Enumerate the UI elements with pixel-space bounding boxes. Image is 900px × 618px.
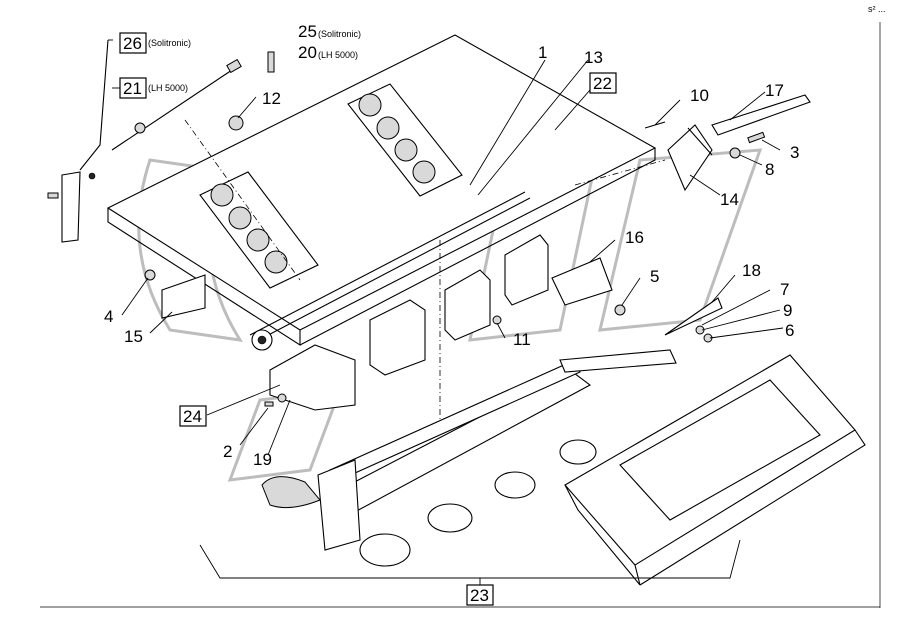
hopper-plate: [106, 34, 657, 347]
boxed-callouts: 26 21 22 24 23: [119, 32, 617, 606]
callout-2: 2: [223, 442, 232, 461]
callout-14: 14: [720, 190, 739, 209]
callout-3: 3: [790, 143, 799, 162]
callout-18: 18: [742, 261, 761, 280]
callout-7: 7: [780, 280, 789, 299]
callout-21: 21: [123, 79, 142, 98]
callout-labels: 1 2 3 4 5 6 7 8 9 10 11 12 13 14 15 16 1…: [104, 22, 799, 469]
callout-12: 12: [262, 89, 281, 108]
fasteners: [47, 115, 766, 407]
callout-22: 22: [593, 74, 612, 93]
callout-1: 1: [538, 43, 547, 62]
lever: [711, 94, 811, 136]
leader-lines: [108, 39, 784, 456]
callout-24: 24: [183, 407, 202, 426]
callout-23: 23: [470, 586, 489, 605]
bracket: [667, 124, 713, 192]
callout-13: 13: [584, 48, 603, 67]
sensor-cable: [61, 39, 275, 243]
box-21: [119, 77, 147, 99]
cover-plate: [551, 257, 613, 306]
note-solitronic-25: (Solitronic): [318, 29, 361, 39]
callout-17: 17: [765, 81, 784, 100]
note-lh5000-21: (LH 5000): [148, 83, 188, 93]
callout-19: 19: [253, 450, 272, 469]
corner-mark: s² ...: [868, 4, 886, 14]
callout-4: 4: [104, 307, 113, 326]
side-plate: [161, 274, 206, 319]
assembly-bracket-23: [199, 539, 741, 579]
box-24: [179, 405, 207, 427]
callout-9: 9: [783, 301, 792, 320]
callout-5: 5: [650, 267, 659, 286]
blade: [664, 297, 723, 336]
box-22: [589, 72, 617, 94]
callout-26: 26: [123, 34, 142, 53]
callout-6: 6: [785, 321, 794, 340]
callout-15: 15: [124, 327, 143, 346]
axis-line-2: [574, 159, 666, 186]
collecting-tray: [564, 354, 866, 586]
callout-10: 10: [690, 86, 709, 105]
note-solitronic-26: (Solitronic): [148, 38, 191, 48]
dosing-units: [251, 234, 549, 411]
callout-25: 25: [298, 22, 317, 41]
callout-11: 11: [513, 330, 531, 349]
callout-8: 8: [765, 160, 774, 179]
agitator-frame: [261, 349, 677, 567]
callout-16: 16: [625, 228, 644, 247]
box-26: [119, 32, 147, 54]
callout-20: 20: [298, 43, 317, 62]
box-23: [466, 584, 494, 606]
spring: [687, 127, 713, 156]
note-lh5000-20: (LH 5000): [318, 50, 358, 60]
